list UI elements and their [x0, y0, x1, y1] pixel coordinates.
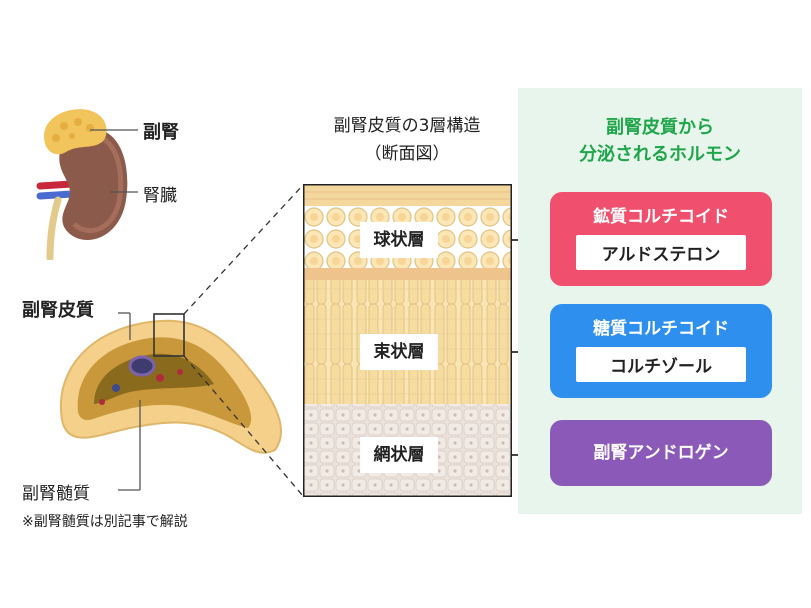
hormone-panel: 副腎皮質から 分泌されるホルモン 鉱質コルチコイド アルドステロン 糖質コルチコ…: [518, 88, 802, 514]
aldosterone-label: アルドステロン: [576, 235, 746, 270]
adrenal-label: 副腎: [143, 122, 179, 143]
kidney-illustration: [36, 109, 128, 260]
mineralocorticoid-category: 鉱質コルチコイド: [593, 207, 729, 227]
medulla-note: ※副腎髄質は別記事で解説: [22, 514, 188, 530]
adrenal-gland-section: [59, 313, 282, 454]
hormone-panel-title: 副腎皮質から 分泌されるホルモン: [518, 114, 802, 168]
androgen-box: 副腎アンドロゲン: [550, 420, 772, 486]
hormone-panel-title-line2: 分泌されるホルモン: [579, 144, 741, 165]
zona-glomerulosa-label: 球状層: [360, 222, 438, 258]
mineralocorticoid-box: 鉱質コルチコイド アルドステロン: [550, 192, 772, 286]
cortex-label: 副腎皮質: [22, 300, 94, 321]
cross-section-title: 副腎皮質の3層構造 （断面図）: [300, 112, 514, 168]
kidney-label: 腎臓: [143, 186, 177, 206]
androgen-category: 副腎アンドロゲン: [593, 443, 729, 463]
hormone-panel-title-line1: 副腎皮質から: [606, 117, 714, 138]
glucocorticoid-box: 糖質コルチコイド コルチゾール: [550, 304, 772, 398]
zona-fasciculata-label: 束状層: [360, 334, 438, 370]
cross-section-title-line1: 副腎皮質の3層構造: [333, 116, 481, 136]
cross-section-title-line2: （断面図）: [364, 144, 450, 164]
medulla-label: 副腎髄質: [22, 484, 90, 504]
glucocorticoid-category: 糖質コルチコイド: [593, 319, 729, 339]
cortisol-label: コルチゾール: [576, 347, 746, 382]
zona-reticularis-label: 網状層: [360, 437, 438, 473]
